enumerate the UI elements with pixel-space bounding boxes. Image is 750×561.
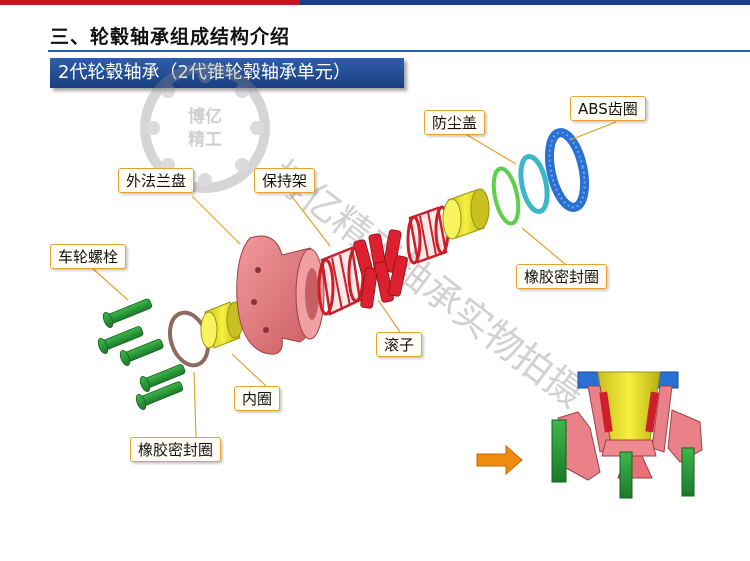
label-dust-cover: 防尘盖 <box>424 110 486 135</box>
leader-lines <box>91 121 617 438</box>
top-accent-bar-blue <box>300 0 750 5</box>
label-abs-ring: ABS齿圈 <box>570 96 646 121</box>
slide-title: 三、轮毂轴承组成结构介绍 <box>50 26 291 48</box>
label-inner-ring: 内圈 <box>234 386 281 411</box>
arrow-icon <box>476 444 523 476</box>
label-roller: 滚子 <box>376 332 423 357</box>
watermark-logo-text-1: 博亿 <box>188 106 222 127</box>
label-outer-flange: 外法兰盘 <box>118 168 195 193</box>
label-cage: 保持架 <box>254 168 316 193</box>
watermark-logo-text-2: 精工 <box>188 129 222 150</box>
roller-set <box>353 229 408 309</box>
label-rubber-seal-right: 橡胶密封圈 <box>516 264 608 289</box>
rubber-seal-right <box>491 166 521 226</box>
inner-ring <box>200 301 244 349</box>
watermark-logo: 博亿 精工 <box>140 63 270 193</box>
label-wheel-bolt: 车轮螺栓 <box>50 244 127 269</box>
assembled-bearing-section <box>551 371 703 499</box>
section-banner: 2代轮毂轴承（2代锥轮毂轴承单元） <box>50 58 404 88</box>
wheel-bolts <box>97 298 186 410</box>
abs-ring <box>544 128 590 212</box>
dust-cover <box>518 153 550 215</box>
inner-ring-right <box>442 188 490 240</box>
outer-flange <box>236 235 325 355</box>
cage-right <box>406 205 450 265</box>
label-rubber-seal-left: 橡胶密封圈 <box>130 437 222 462</box>
title-divider <box>48 50 750 52</box>
